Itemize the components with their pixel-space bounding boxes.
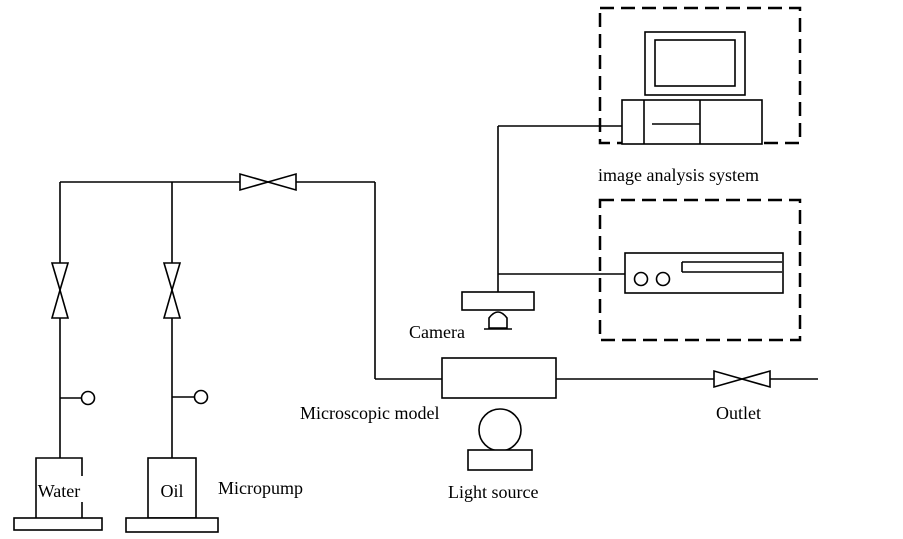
light-source-label: Light source — [448, 482, 538, 502]
valve-oil — [162, 262, 182, 319]
piping — [59, 181, 818, 458]
image-analysis-label: image analysis system — [598, 165, 759, 185]
water-label: Water — [38, 481, 81, 501]
light-source — [467, 408, 533, 471]
camera — [461, 125, 625, 330]
pressure-gauge-oil — [172, 389, 209, 405]
valve-water — [50, 262, 70, 319]
oil-label: Oil — [160, 481, 183, 501]
image-analysis-box — [598, 6, 802, 145]
oil-container: Oil — [125, 457, 219, 533]
micropump-label: Micropump — [218, 478, 303, 498]
water-container: Water — [13, 457, 103, 531]
microscopic-model — [441, 357, 557, 399]
recorder-box — [598, 198, 802, 342]
outlet-label: Outlet — [716, 403, 761, 423]
valve-outlet — [713, 369, 771, 389]
pressure-gauge-water — [60, 390, 96, 406]
camera-label: Camera — [409, 322, 465, 342]
valve-top — [239, 172, 297, 192]
microscopic-model-label: Microscopic model — [300, 403, 439, 423]
